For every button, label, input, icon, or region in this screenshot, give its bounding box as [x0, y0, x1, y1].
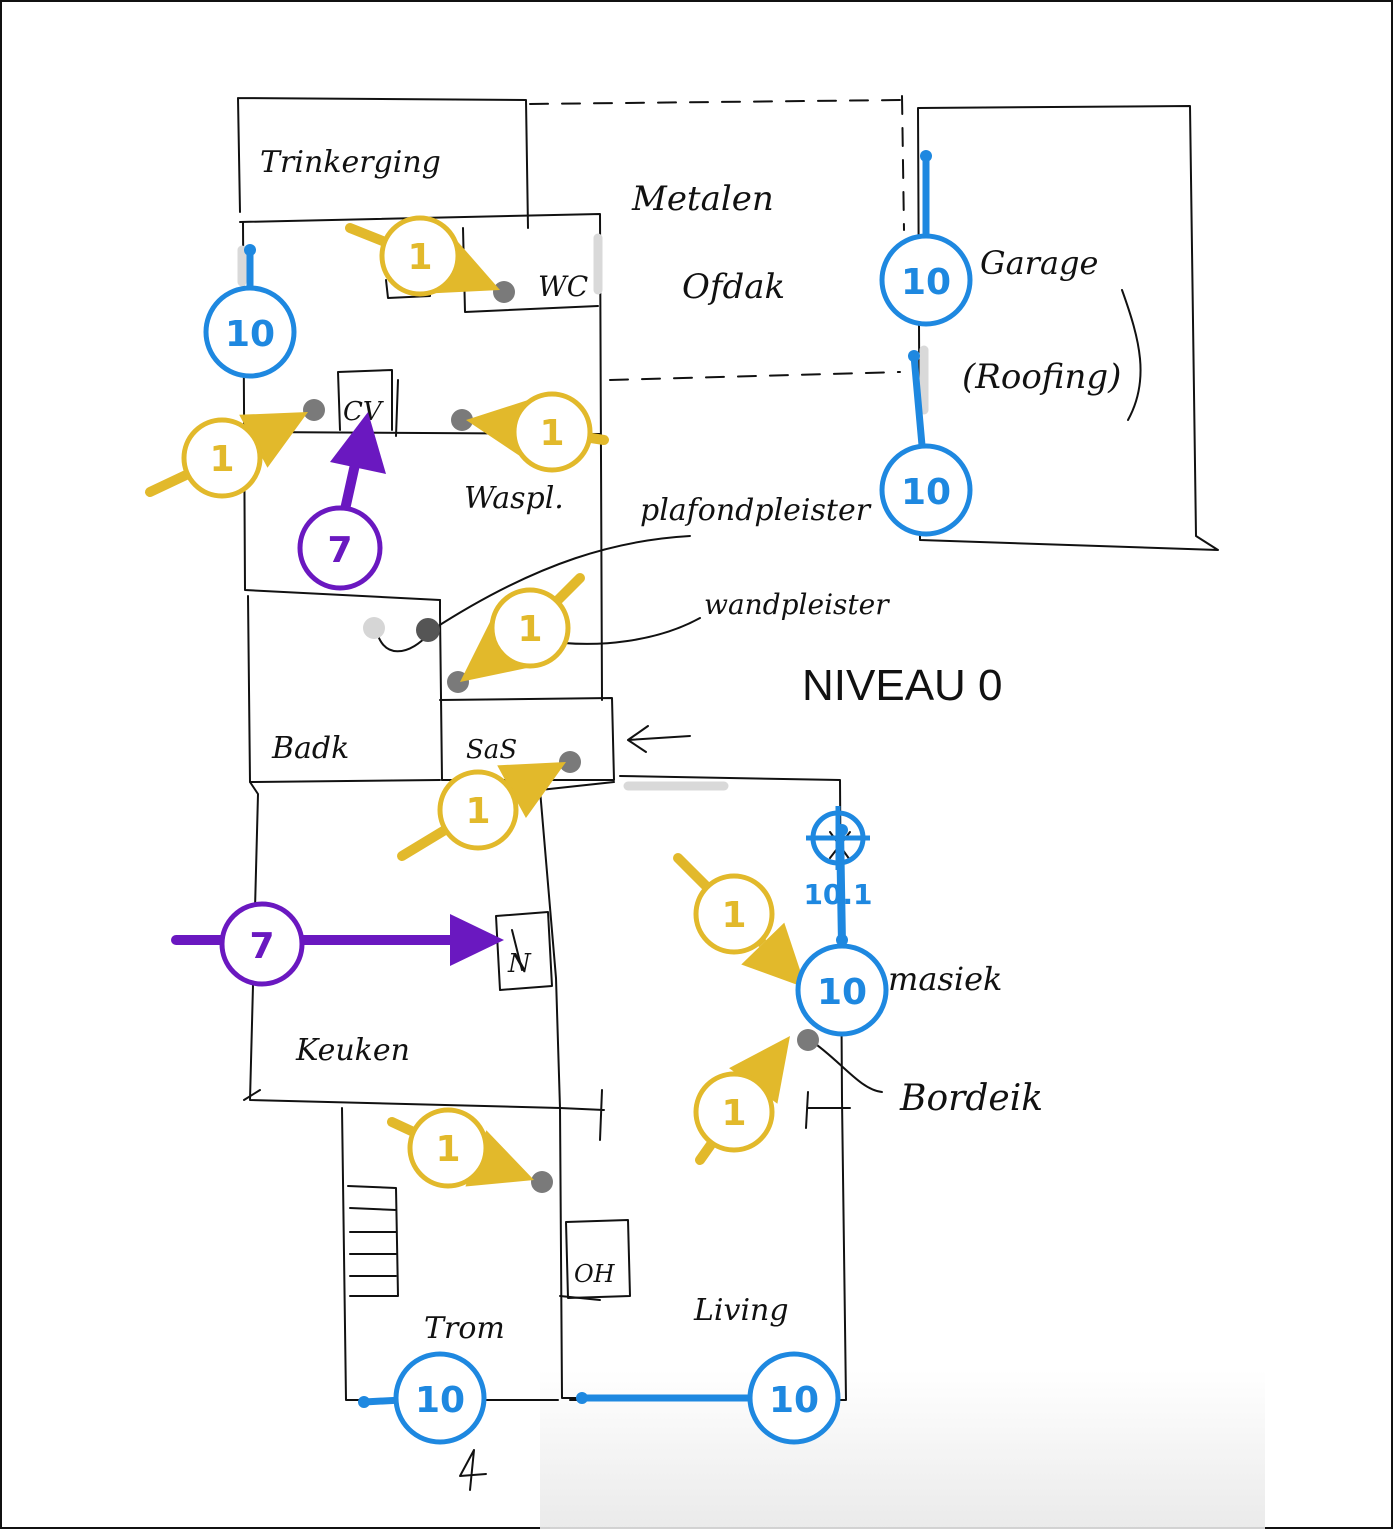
note-wandpleister: wandpleister: [704, 588, 890, 621]
arrowhead: [497, 762, 566, 819]
label-ofdak: Ofdak: [682, 267, 785, 307]
dot-marker[interactable]: [451, 409, 473, 431]
purple-marker-keuken[interactable]: 7: [171, 901, 504, 987]
label-badk: Badk: [271, 731, 349, 766]
blue-marker[interactable]: 10: [879, 350, 973, 537]
dot-marker[interactable]: [531, 1171, 553, 1193]
note-plafondpleister: plafondpleister: [640, 493, 872, 528]
label-wc: WC: [538, 270, 588, 303]
label-roofing: (Roofing): [962, 357, 1121, 397]
dot-marker[interactable]: [493, 281, 515, 303]
blue-markers[interactable]: 10 10 10 10 10 10: [203, 150, 973, 1445]
label-oh: OH: [574, 1260, 616, 1288]
purple-markers: 7 7: [171, 412, 504, 987]
badge-number: 1: [721, 895, 746, 936]
badge-number: 1: [539, 413, 564, 454]
yellow-marker[interactable]: 1: [387, 1107, 534, 1189]
badge-number: 10: [769, 1380, 819, 1421]
label-keuken: Keuken: [295, 1033, 410, 1068]
label-trap: Trom: [424, 1311, 505, 1346]
blue-marker[interactable]: 10: [576, 1351, 841, 1445]
badge-number: 1: [407, 237, 432, 278]
note-bordeik: Bordeik: [899, 1078, 1043, 1119]
badge-number: 1: [721, 1093, 746, 1134]
label-sas: SaS: [466, 735, 517, 765]
badge-number: 1: [209, 439, 234, 480]
yellow-markers[interactable]: 1 1 1 1 1 1 1 1: [145, 215, 806, 1189]
dot-marker[interactable]: [797, 1029, 819, 1051]
badge-number: 10: [901, 262, 951, 303]
badge-number: 1: [517, 609, 542, 650]
label-garage: Garage: [980, 244, 1098, 282]
arrowhead: [729, 1036, 790, 1104]
yellow-marker[interactable]: 1: [673, 853, 806, 988]
yellow-marker[interactable]: 1: [397, 762, 566, 861]
room-labels: Trinkerging WC CV Waspl. Metalen Ofdak G…: [260, 145, 1121, 1346]
dot-marker[interactable]: [363, 617, 385, 639]
wall-highlights: [237, 233, 929, 791]
label-n-box: N: [507, 949, 532, 979]
purple-marker-cv[interactable]: 7: [297, 412, 386, 591]
blue-marker[interactable]: 10: [358, 1351, 487, 1445]
badge-number: 10: [901, 472, 951, 513]
badge-number: 1: [465, 791, 490, 832]
badge-number: 7: [249, 926, 274, 967]
yellow-marker[interactable]: 1: [460, 573, 585, 682]
yellow-marker[interactable]: 1: [693, 1036, 790, 1165]
label-living: Living: [693, 1293, 789, 1328]
note-niveau: NIVEAU 0: [802, 661, 1003, 710]
blue-marker[interactable]: 10: [795, 934, 889, 1037]
label-waspl: Waspl.: [464, 481, 564, 516]
blue-marker[interactable]: 10: [879, 150, 973, 327]
badge-number: 10: [225, 314, 275, 355]
note-boiler: masiek: [888, 960, 1002, 998]
badge-number: 10: [415, 1380, 465, 1421]
yellow-marker[interactable]: 1: [466, 391, 609, 473]
label-metalen: Metalen: [631, 179, 774, 219]
badge-number: 10: [817, 972, 867, 1013]
marker-dots: [303, 281, 819, 1193]
yellow-marker[interactable]: 1: [145, 412, 308, 499]
arrowhead: [741, 922, 806, 988]
target-crosshair-icon[interactable]: [806, 806, 870, 948]
dot-marker[interactable]: [416, 618, 440, 642]
yellow-marker[interactable]: 1: [345, 215, 500, 297]
badge-number: 7: [327, 530, 352, 571]
target-label: 10.1: [803, 878, 872, 911]
note-labels: plafondpleister wandpleister NIVEAU 0 ma…: [640, 493, 1043, 1119]
arrowhead: [239, 412, 308, 468]
label-trinkerging: Trinkerging: [260, 145, 441, 180]
dot-marker[interactable]: [559, 751, 581, 773]
blue-marker[interactable]: 10: [203, 244, 297, 379]
badge-number: 1: [435, 1129, 460, 1170]
arrowhead: [460, 620, 528, 682]
dashed-roof-outline: [529, 95, 905, 381]
dot-marker[interactable]: [303, 399, 325, 421]
